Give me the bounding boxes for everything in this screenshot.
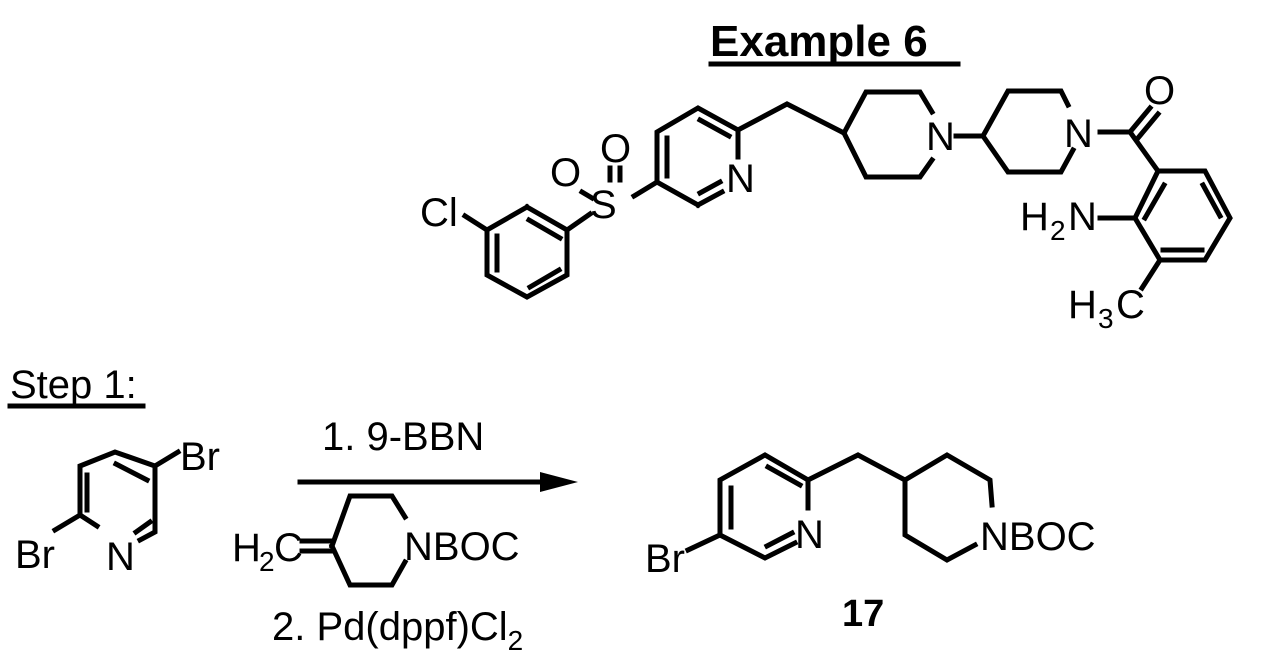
reaction-conditions: 1. 9-BBN H 2 C NBOC 2. Pd(dppf)Cl2 [232, 415, 578, 656]
ring-n-label: N [106, 535, 135, 579]
product-methylene-linker [804, 452, 909, 484]
piperidine-2-top [979, 88, 1072, 140]
pyridine-bond [653, 178, 702, 209]
methyl-h-label: H [1068, 283, 1097, 327]
cl-bond [461, 212, 491, 234]
amine-subscript: 2 [1050, 215, 1066, 246]
reagent-piperidine-bottom [328, 542, 409, 588]
product-br-label: Br [645, 537, 685, 581]
piperidine-n1-label: N [926, 115, 955, 159]
amine-h-label: H [1020, 195, 1049, 239]
c-br-bond [151, 448, 182, 470]
piperidine-2-bottom [979, 132, 1077, 175]
reagent-nboc-label: NBOC [404, 525, 520, 569]
double-bond [1141, 181, 1168, 222]
so-double-bond [578, 188, 596, 202]
reagent-line-1: 1. 9-BBN [322, 415, 484, 459]
sulfur-label: S [590, 183, 617, 227]
double-bond [525, 216, 564, 242]
reaction-arrow-head [540, 472, 578, 492]
methylene-linker [734, 101, 848, 137]
carbonyl-o-label: O [1144, 69, 1175, 113]
double-bond [526, 266, 563, 291]
compound-number: 17 [842, 593, 884, 635]
chlorine-label: Cl [420, 191, 458, 235]
example-title: Example 6 [708, 17, 961, 67]
pyridine-bond [694, 188, 726, 209]
piperidine-1-bottom [840, 129, 936, 180]
product-ring-n-label: N [795, 513, 824, 557]
product-structure: N Br NBOC 17 [645, 452, 1096, 635]
reagent-line-2-subscript: 2 [508, 625, 524, 656]
double-bond [696, 116, 733, 140]
methyl-subscript: 3 [1098, 303, 1114, 334]
double-bond [1199, 181, 1224, 220]
c-ch3-bond [1138, 256, 1164, 292]
co-double-bond [1126, 104, 1154, 136]
piperidine-1-top [840, 89, 936, 137]
oxygen-label-1: O [550, 151, 581, 195]
reagent-line-2: 2. Pd(dppf)Cl2 [272, 605, 523, 656]
double-bond [112, 460, 151, 484]
c-br-bond [51, 511, 84, 534]
pyridine-ring [654, 105, 742, 185]
h2c-subscript: 2 [259, 546, 275, 577]
product-nboc-label: NBOC [980, 515, 1096, 559]
reagent-line-2-main: 2. Pd(dppf)Cl [272, 605, 508, 649]
bromopyridine-ring-bottom [716, 531, 799, 561]
product-piperidine-bottom [902, 477, 979, 563]
double-bond [696, 178, 724, 197]
s-aryl-bond [563, 210, 594, 234]
c-br-bond [684, 531, 724, 554]
br-left-label: Br [15, 533, 55, 577]
product-piperidine-top [901, 452, 995, 508]
bromopyridine-ring [717, 452, 811, 538]
step-label-text: Step 1: [10, 363, 137, 407]
br-top-label: Br [180, 435, 220, 479]
oxygen-label-2: O [600, 127, 631, 171]
double-bond [763, 529, 796, 550]
pyridine-n-label: N [726, 157, 755, 201]
amine-n-label: N [1068, 195, 1097, 239]
double-bond [764, 463, 804, 489]
ring-bond [76, 511, 101, 530]
reagent-piperidine-top [328, 493, 409, 550]
example-title-text: Example 6 [710, 17, 928, 66]
step-label: Step 1: [7, 363, 146, 409]
h2c-h-label: H [232, 526, 261, 570]
co-double-bond [1134, 110, 1162, 142]
dibromopyridine-ring [77, 449, 158, 544]
piperidine-n2-label: N [1064, 112, 1093, 156]
double-bond [132, 518, 154, 536]
s-pyridine-bond [630, 178, 661, 200]
h2c-c-label: C [274, 526, 303, 570]
carbonyl-aryl-bond [1126, 128, 1162, 175]
methyl-c-label: C [1116, 283, 1145, 327]
starting-material-structure: N Br Br [15, 435, 220, 579]
target-compound-structure: Cl S O O N N N O [420, 69, 1233, 334]
